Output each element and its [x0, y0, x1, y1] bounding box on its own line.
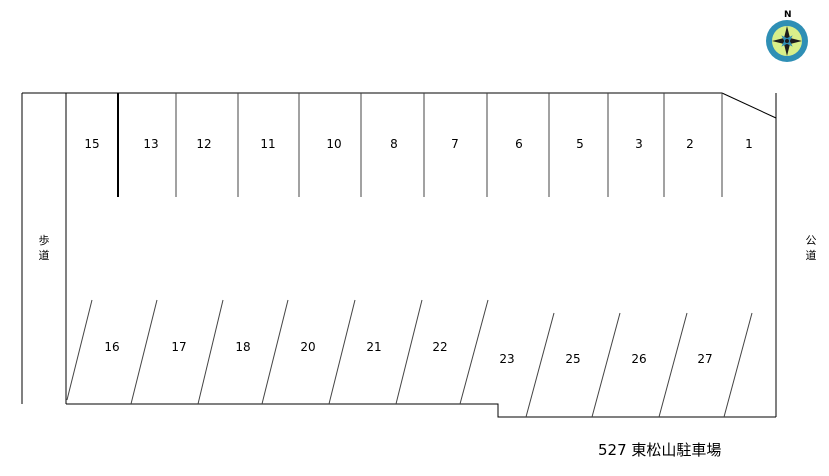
- compass-rose-icon: N: [766, 10, 808, 62]
- space-number: 22: [432, 340, 447, 354]
- space-number: 8: [390, 137, 398, 151]
- space-number: 6: [515, 137, 523, 151]
- bottom-row-dividers: [66, 299, 753, 418]
- lot-caption: 527 東松山駐車場: [598, 441, 721, 459]
- space-number: 10: [326, 137, 341, 151]
- space-number: 1: [745, 137, 753, 151]
- bottom-divider: [525, 312, 555, 418]
- space-number: 7: [451, 137, 459, 151]
- lot-outline: [21, 92, 777, 418]
- north-label: N: [784, 10, 792, 20]
- top-row-space-numbers: 15 13 12 11 10 8 7 6 5 3 2 1: [84, 137, 752, 151]
- sidewalk-label-char: 道: [39, 248, 50, 262]
- space-number: 13: [143, 137, 158, 151]
- space-number: 5: [576, 137, 584, 151]
- space-number: 21: [366, 340, 381, 354]
- space-number: 27: [697, 352, 712, 366]
- public-road-label: 公 道: [806, 234, 817, 262]
- bottom-divider: [130, 299, 158, 405]
- space-number: 16: [104, 340, 119, 354]
- space-number: 18: [235, 340, 250, 354]
- lot-bottom-edge: [66, 403, 776, 418]
- bottom-divider: [723, 312, 753, 418]
- lot-corner-diagonal: [721, 92, 777, 119]
- space-number: 12: [196, 137, 211, 151]
- bottom-divider: [658, 312, 688, 418]
- bottom-divider: [395, 299, 423, 405]
- space-number: 15: [84, 137, 99, 151]
- space-number: 17: [171, 340, 186, 354]
- space-number: 11: [260, 137, 275, 151]
- bottom-divider: [261, 299, 289, 405]
- space-number: 26: [631, 352, 646, 366]
- space-number: 23: [499, 352, 514, 366]
- bottom-divider: [591, 312, 621, 418]
- top-row-dividers: [117, 93, 723, 197]
- space-number: 2: [686, 137, 694, 151]
- compass-center: [785, 39, 789, 43]
- sidewalk-label-char: 歩: [39, 233, 50, 247]
- space-number: 25: [565, 352, 580, 366]
- bottom-divider: [328, 299, 356, 405]
- space-number: 3: [635, 137, 643, 151]
- sidewalk-label: 歩 道: [39, 233, 50, 262]
- bottom-row-space-numbers: 16 17 18 20 21 22 23 25 26 27: [104, 340, 712, 366]
- space-number: 20: [300, 340, 315, 354]
- public-road-label-char: 道: [806, 248, 817, 262]
- bottom-divider: [197, 299, 224, 405]
- bottom-divider: [66, 299, 93, 401]
- public-road-label-char: 公: [806, 234, 817, 247]
- bottom-divider: [459, 299, 489, 405]
